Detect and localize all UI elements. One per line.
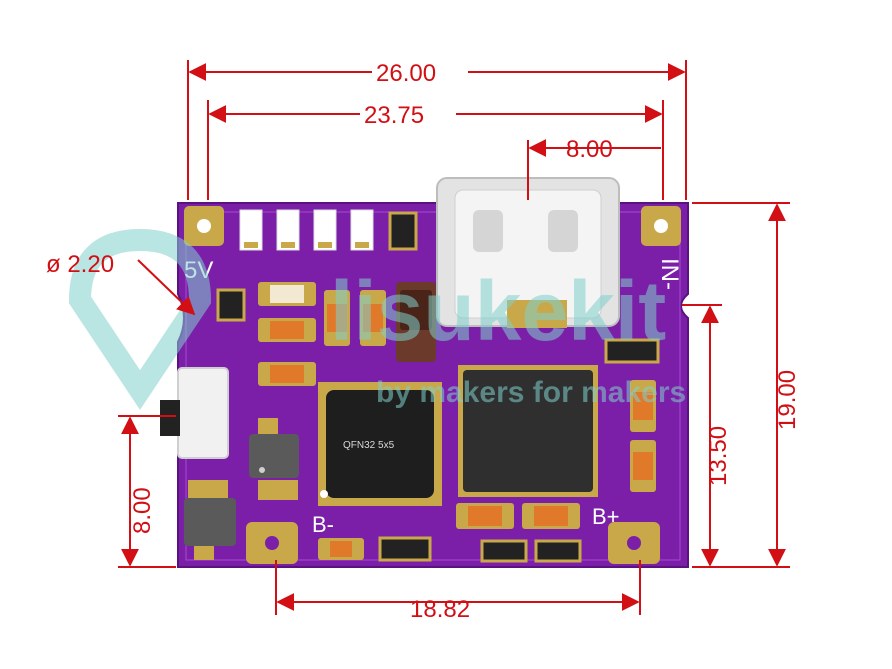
chip-marking: QFN32 5x5: [343, 440, 395, 451]
label-in: IN-: [656, 258, 683, 290]
mount-pad-bottom-left: [246, 522, 298, 564]
watermark-tagline: by makers for makers: [376, 376, 686, 409]
led-row: [239, 209, 418, 251]
mount-pad-bottom-right: [608, 522, 660, 564]
pcb-board: QFN32 5x5 5V IN- B- B+: [160, 177, 689, 568]
label-b-minus: B-: [312, 512, 334, 537]
inductor: [396, 282, 436, 362]
dim-usb-width: 8.00: [566, 136, 613, 163]
dimension-lines: [118, 60, 790, 615]
mount-pad-top-left: [184, 206, 224, 246]
qfn-chip: QFN32 5x5: [318, 382, 442, 506]
dim-switch-height: 8.00: [129, 487, 156, 534]
dim-width-holes: 23.75: [364, 102, 424, 129]
sot-regulator-bottom: [184, 480, 236, 560]
sot-regulator-top: [249, 418, 299, 500]
power-ic: [458, 365, 598, 497]
watermark-brand: lisukekit: [330, 264, 666, 358]
dimension-labels: 26.00 23.75 8.00 ø 2.20 19.00 13.50 8.00…: [46, 60, 801, 623]
usb-c-connector: [436, 177, 620, 328]
dim-hole-diameter: ø 2.20: [46, 251, 114, 278]
label-b-plus: B+: [592, 504, 620, 529]
watermark-logo-icon: [68, 228, 212, 410]
dim-height-inner: 13.50: [705, 426, 732, 486]
slide-switch: [160, 367, 229, 459]
passive-components: [216, 282, 660, 563]
watermark: lisukekit by makers for makers: [68, 228, 686, 410]
mount-pad-top-right: [641, 206, 681, 246]
dim-height-overall: 19.00: [774, 370, 801, 430]
dim-width-overall: 26.00: [376, 60, 436, 87]
dim-pad-spacing: 18.82: [410, 596, 470, 623]
